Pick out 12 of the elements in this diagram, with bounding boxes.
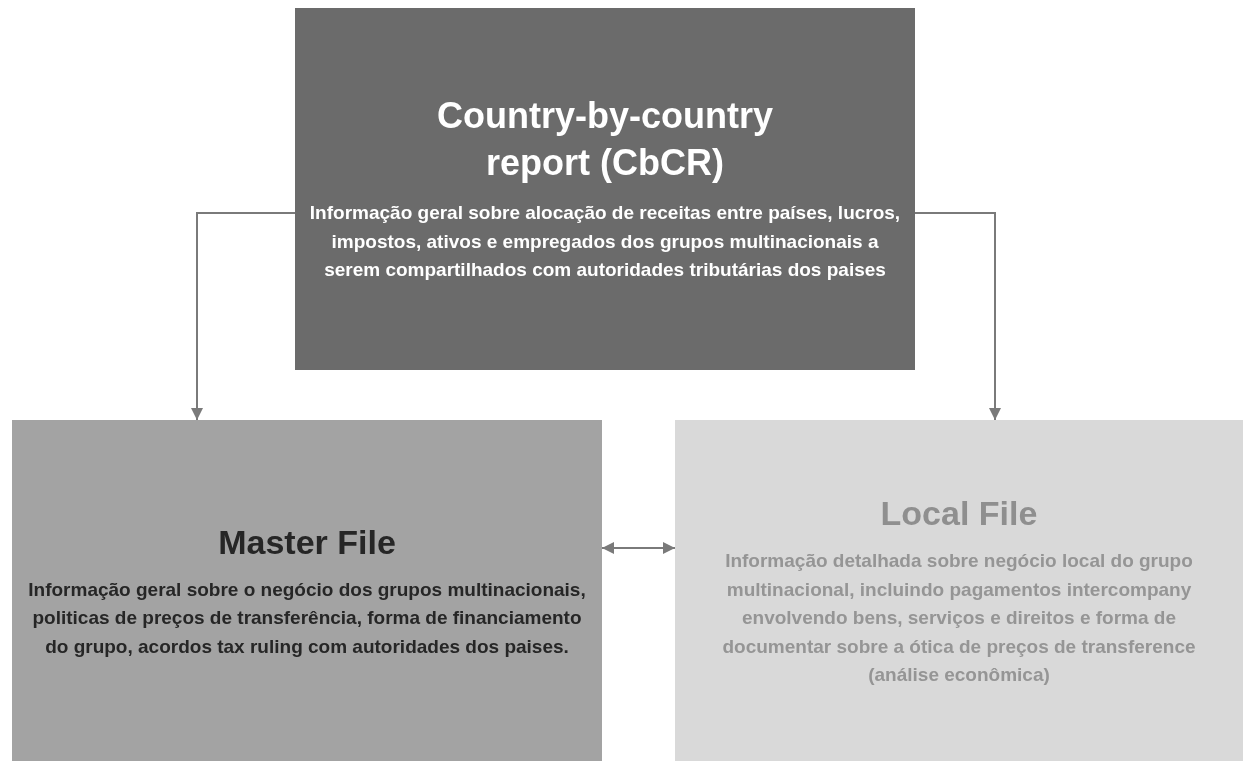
text-box [12,420,602,761]
text-box [675,420,1243,761]
box-description: Informação geral sobre alocação de receitas entre países, lucros, impostos, ativos e empregados dos grupos multinacionais a serem compartilhados com autoridades tributárias dos paises [309,201,901,283]
text-box [295,8,915,370]
box-heading: Country-by-country report (CbCR) [436,94,774,186]
box-heading: Local File [880,493,1038,535]
box-heading: Master File [218,521,396,563]
box-description: Informação detalhada sobre negócio local do grupo multinacional, incluindo pagamentos intercompany envolvendo bens, serviços e direitos e forma de documentar sobre a ótica de preços de transference (análise econômica) [721,549,1197,688]
arrow [191,212,296,421]
arrow [914,212,1001,421]
arrow [601,542,676,554]
box-description: Informação geral sobre o negócio dos grupos multinacionais, politicas de preços de transferência, forma de financiamento do grupo, acordos tax ruling com autoridades dos paises. [27,577,587,659]
